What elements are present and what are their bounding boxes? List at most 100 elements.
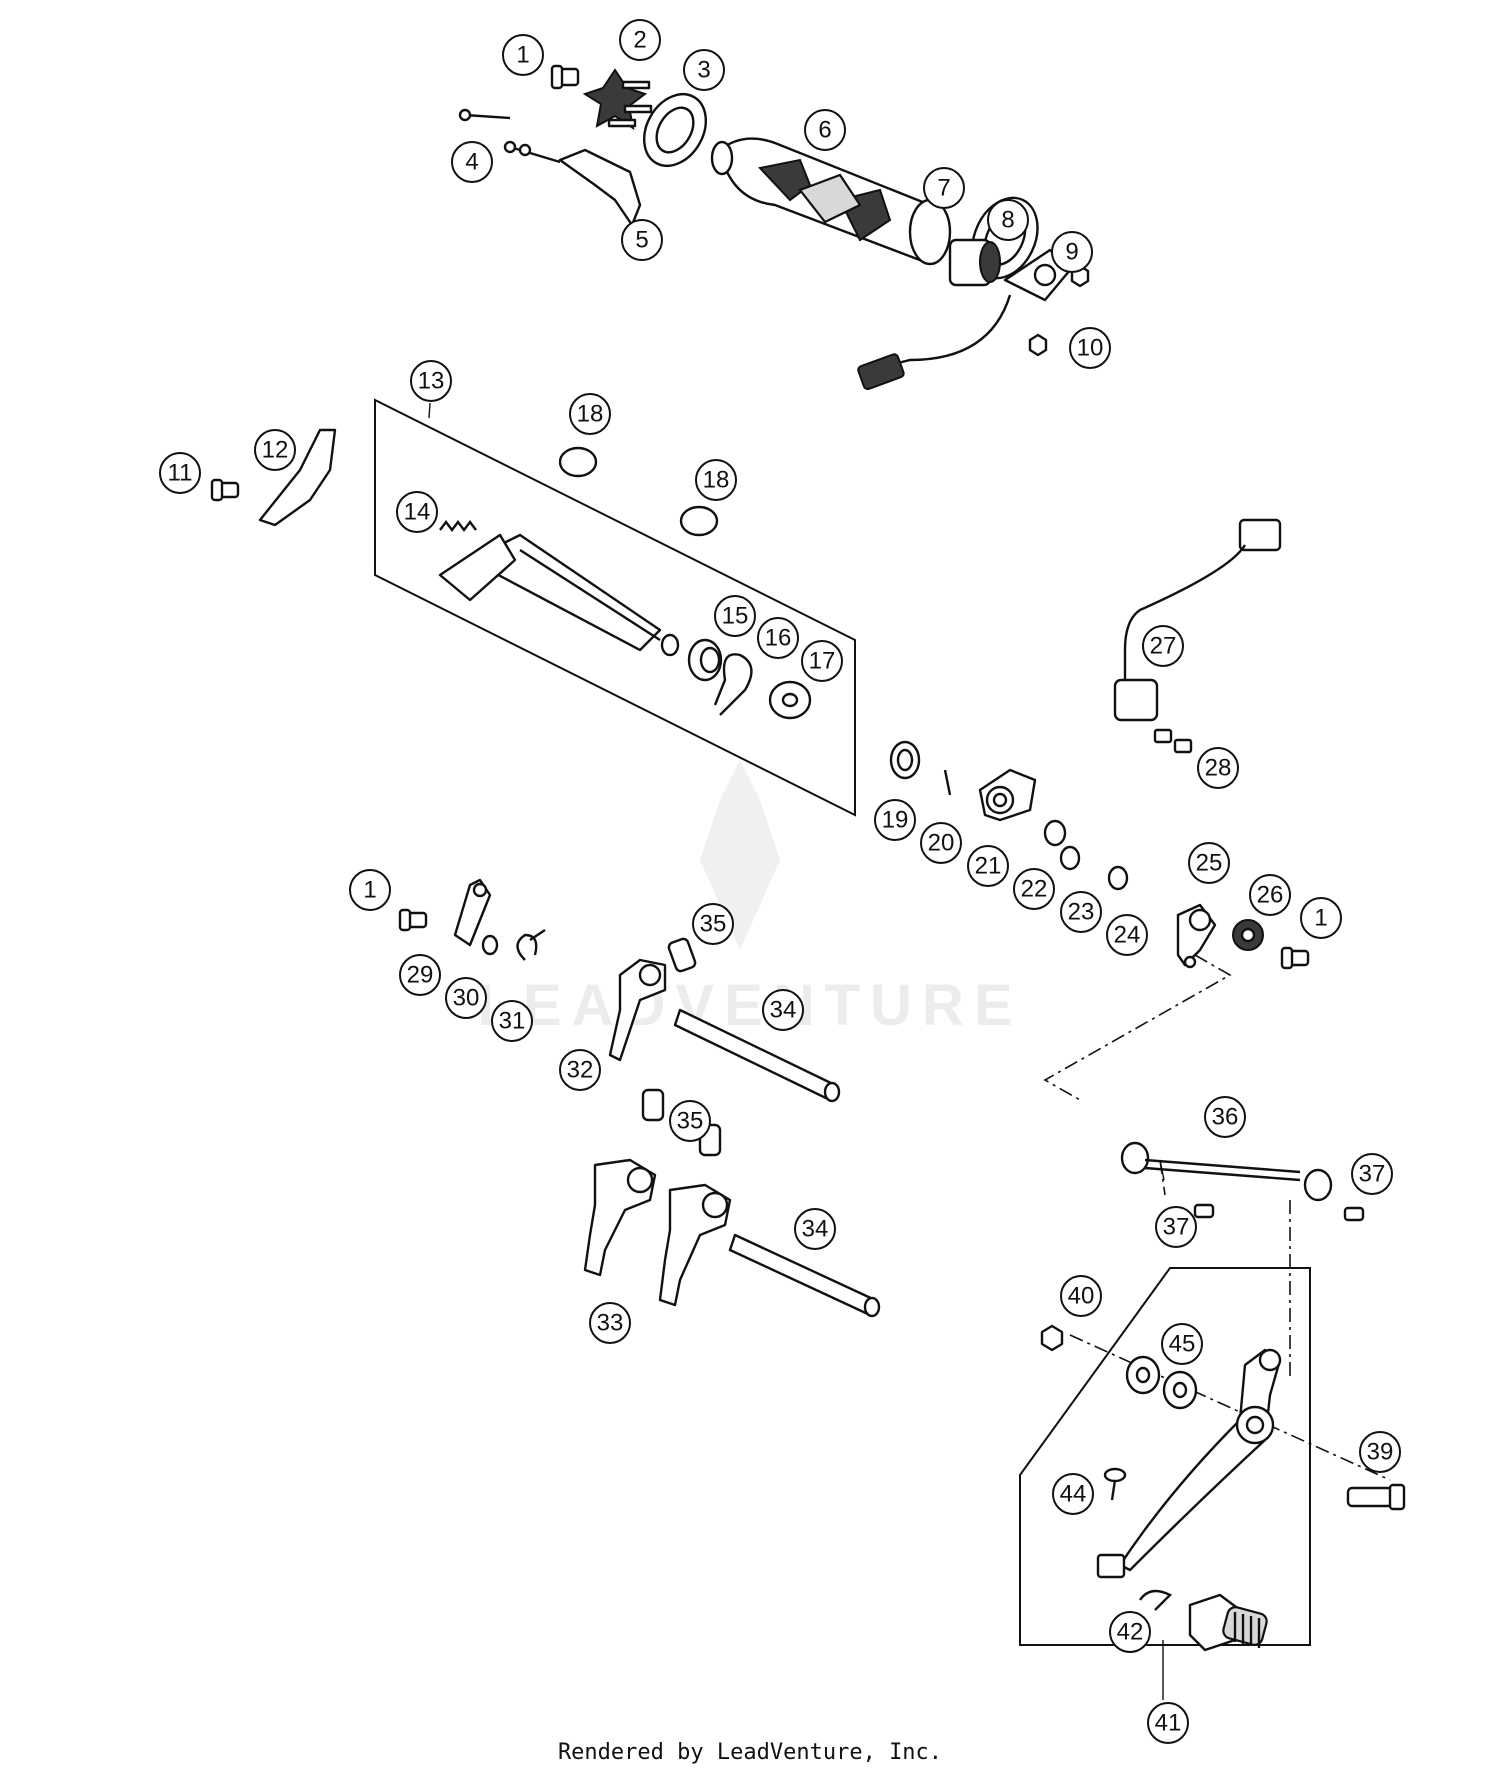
bolts-part — [1153, 728, 1193, 754]
shift-arm-part — [1176, 903, 1217, 969]
svg-text:2: 2 — [633, 27, 646, 54]
assembly-axis-lines — [1043, 954, 1391, 1481]
callout-17: 17 — [801, 640, 843, 682]
svg-text:11: 11 — [168, 460, 193, 487]
shift-lever-part — [1118, 1348, 1282, 1572]
shift-lever-group — [1040, 1324, 1406, 1652]
foot-peg-part — [1188, 1593, 1268, 1652]
assembly-frames — [374, 398, 1311, 1646]
svg-text:20: 20 — [928, 830, 955, 857]
callout-19: 19 — [874, 799, 916, 841]
watermark-logo-icon — [700, 760, 780, 950]
callout-35: 35 — [692, 903, 734, 945]
circlip-part — [1043, 819, 1067, 847]
callout-33: 33 — [589, 1302, 631, 1344]
svg-text:15: 15 — [722, 603, 749, 630]
svg-text:14: 14 — [404, 499, 431, 526]
bushing-part — [558, 446, 719, 537]
svg-text:34: 34 — [802, 1216, 829, 1243]
svg-text:8: 8 — [1001, 207, 1014, 234]
svg-text:1: 1 — [1314, 905, 1327, 932]
callout-37-lower: 37 — [1155, 1206, 1197, 1248]
callout-32: 32 — [559, 1049, 601, 1091]
guide-plate-part — [258, 428, 337, 527]
svg-text:32: 32 — [567, 1057, 594, 1084]
bolt-part — [1343, 1206, 1365, 1222]
callout-18: 18 — [569, 393, 611, 435]
callout-labels: 1 2 3 4 5 6 7 8 9 10 11 12 13 14 15 16 1… — [159, 19, 1401, 1744]
linkage-rod-group — [1120, 1141, 1365, 1222]
callout-23: 23 — [1060, 891, 1102, 933]
callout-40: 40 — [1060, 1275, 1102, 1317]
svg-text:29: 29 — [407, 962, 434, 989]
roller-part — [641, 1088, 665, 1122]
spring-part — [439, 520, 477, 532]
callout-3: 3 — [683, 49, 725, 91]
callout-39: 39 — [1359, 1431, 1401, 1473]
callout-4: 4 — [451, 141, 493, 183]
svg-text:4: 4 — [465, 149, 478, 176]
callout-36: 36 — [1204, 1096, 1246, 1138]
circlip-part — [1107, 865, 1129, 891]
svg-text:21: 21 — [975, 853, 1002, 880]
svg-text:24: 24 — [1114, 922, 1141, 949]
washer-part — [481, 934, 499, 956]
bushings-part — [1125, 1355, 1198, 1410]
roller-part — [1232, 919, 1264, 951]
gear-position-sensor-part — [857, 248, 1072, 390]
svg-text:36: 36 — [1212, 1104, 1239, 1131]
bolt-part — [1346, 1483, 1406, 1511]
svg-text:3: 3 — [697, 57, 710, 84]
callout-21: 21 — [967, 845, 1009, 887]
pin-part — [1103, 1467, 1127, 1501]
callout-6: 6 — [804, 109, 846, 151]
sensor-body-part — [1113, 678, 1159, 722]
svg-text:39: 39 — [1367, 1439, 1394, 1466]
callout-1-lower-left: 1 — [349, 869, 391, 911]
callout-41: 41 — [1147, 1702, 1189, 1744]
shift-lever-assembly-frame — [1019, 1267, 1311, 1646]
callout-31: 31 — [491, 1000, 533, 1042]
svg-text:1: 1 — [363, 877, 376, 904]
callout-10: 10 — [1069, 327, 1111, 369]
callout-27: 27 — [1142, 625, 1184, 667]
shift-forks-pair-part — [583, 1158, 732, 1307]
seal-ring-part — [642, 93, 708, 167]
svg-text:5: 5 — [635, 227, 648, 254]
callout-1: 1 — [502, 34, 544, 76]
bolt-part — [550, 64, 580, 90]
callout-42: 42 — [1109, 1611, 1151, 1653]
shaft-seal-part — [687, 638, 723, 682]
svg-text:34: 34 — [770, 997, 797, 1024]
locking-plate-part — [558, 148, 642, 227]
svg-text:41: 41 — [1155, 1710, 1182, 1737]
callout-11: 11 — [159, 452, 201, 494]
svg-text:1: 1 — [516, 42, 529, 69]
nut-part — [1040, 1324, 1064, 1352]
shift-drum-part — [710, 137, 952, 266]
callout-12: 12 — [254, 429, 296, 471]
callout-9: 9 — [1051, 231, 1093, 273]
callout-26: 26 — [1249, 874, 1291, 916]
svg-text:30: 30 — [453, 985, 480, 1012]
svg-text:28: 28 — [1205, 755, 1232, 782]
svg-text:6: 6 — [818, 117, 831, 144]
callout-14: 14 — [396, 491, 438, 533]
nuts-part — [1028, 264, 1090, 357]
bolt-part — [398, 908, 428, 932]
svg-text:25: 25 — [1196, 850, 1223, 877]
watermark-text: LEADVENTURE — [477, 973, 1022, 1038]
svg-text:35: 35 — [700, 911, 727, 938]
screws-part — [458, 108, 561, 164]
svg-text:42: 42 — [1117, 1619, 1144, 1646]
shift-detent-group — [398, 878, 546, 961]
callout-18-second: 18 — [695, 459, 737, 501]
return-spring-part — [713, 653, 753, 716]
callout-37: 37 — [1351, 1153, 1393, 1195]
callout-8: 8 — [987, 199, 1029, 241]
washer-part — [1059, 845, 1081, 871]
svg-text:40: 40 — [1068, 1283, 1095, 1310]
svg-text:37: 37 — [1163, 1214, 1190, 1241]
callout-20: 20 — [920, 822, 962, 864]
